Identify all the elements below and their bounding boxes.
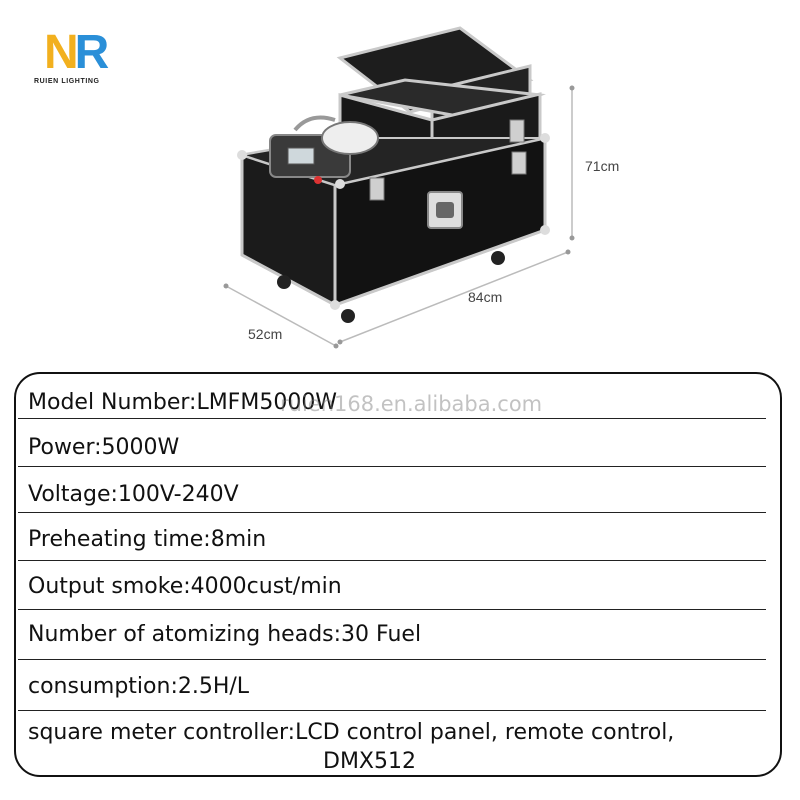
- width-dimension-label: 84cm: [468, 289, 503, 305]
- spec-output-smoke: Output smoke:4000cust/min: [28, 574, 342, 599]
- watermark-text: ruien168.en.alibaba.com: [280, 392, 543, 416]
- spec-atomizing-heads: Number of atomizing heads:30 Fuel: [28, 622, 422, 647]
- row-divider: [18, 710, 766, 711]
- height-dimension-label: 71cm: [585, 158, 620, 174]
- depth-dimension-label: 52cm: [248, 326, 283, 342]
- fog-machine-flight-case-image: [223, 26, 575, 349]
- logo-tagline: RUIEN LIGHTING: [34, 78, 100, 85]
- spec-table: [14, 372, 782, 777]
- brand-logo: NR RUIEN LIGHTING: [34, 28, 116, 92]
- logo-mark: NR: [44, 26, 110, 79]
- row-divider: [18, 418, 766, 419]
- logo-letter-r: R: [74, 26, 110, 79]
- spec-voltage: Voltage:100V-240V: [28, 482, 239, 507]
- spec-controller: square meter controller:LCD control pane…: [28, 720, 675, 745]
- spec-power: Power:5000W: [28, 435, 180, 460]
- row-divider: [18, 512, 766, 513]
- row-divider: [18, 560, 766, 561]
- logo-letter-n: N: [44, 26, 79, 79]
- row-divider: [18, 609, 766, 610]
- spec-controller-continued: DMX512: [323, 749, 416, 774]
- spec-model-number: Model Number:LMFM5000W: [28, 390, 338, 415]
- spec-consumption: consumption:2.5H/L: [28, 674, 250, 699]
- row-divider: [18, 659, 766, 660]
- spec-preheating-time: Preheating time:8min: [28, 527, 267, 552]
- row-divider: [18, 466, 766, 467]
